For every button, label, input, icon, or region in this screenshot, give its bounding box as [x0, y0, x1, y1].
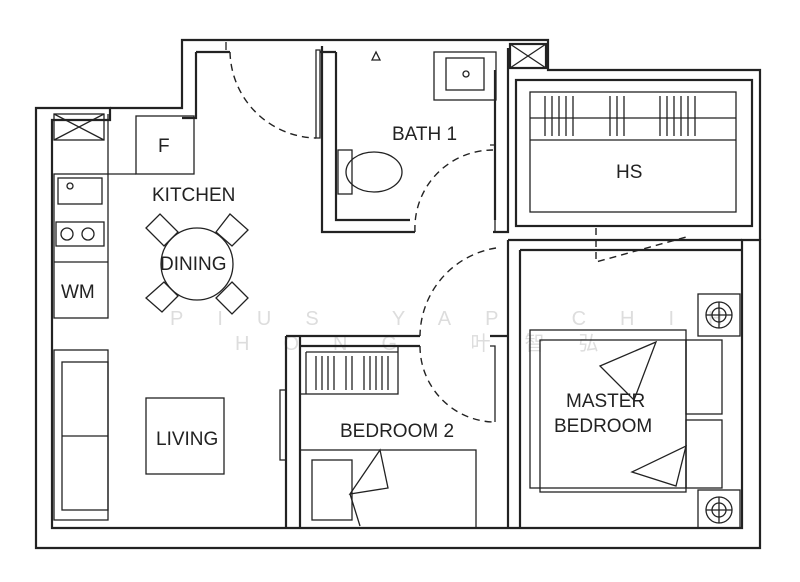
living-room: LIVING [53, 349, 225, 521]
stove-icon [55, 221, 105, 247]
bedroom-2: BEDROOM 2 [299, 345, 477, 529]
svg-text:WM: WM [61, 282, 95, 303]
entrance-door [225, 42, 321, 139]
svg-text:KITCHEN: KITCHEN [152, 185, 235, 206]
coffee-table-icon [145, 397, 225, 475]
bath-room: BATH 1 [320, 46, 510, 234]
svg-text:BATH 1: BATH 1 [392, 124, 457, 145]
outer-walls [34, 38, 762, 550]
svg-text:BEDROOM: BEDROOM [554, 416, 652, 437]
aircon-icon [697, 293, 741, 337]
wardrobe-icon [299, 345, 399, 395]
watermark: PIUS YAP CHIH HONG 叶智弘 [170, 308, 757, 355]
bed-icon [299, 449, 477, 529]
interior-walls [279, 238, 742, 528]
sink-icon [433, 51, 497, 101]
kitchen: F KITCHEN WM [53, 113, 235, 319]
svg-text:PIUS YAP CHIH: PIUS YAP CHIH [170, 308, 757, 330]
master-bedroom: MASTER BEDROOM [529, 293, 741, 529]
svg-text:BEDROOM 2: BEDROOM 2 [340, 421, 454, 442]
svg-text:MASTER: MASTER [566, 391, 645, 412]
svg-text:F: F [158, 136, 170, 157]
svg-text:LIVING: LIVING [156, 429, 218, 450]
aircon-icon [697, 489, 741, 529]
toilet-icon [337, 149, 353, 195]
dining-table: DINING [145, 213, 249, 315]
svg-text:DINING: DINING [160, 254, 227, 275]
kitchen-sink-icon [57, 177, 103, 205]
household-shelter: HS [514, 78, 754, 263]
svg-text:HS: HS [616, 162, 642, 183]
fridge-icon [135, 115, 195, 175]
